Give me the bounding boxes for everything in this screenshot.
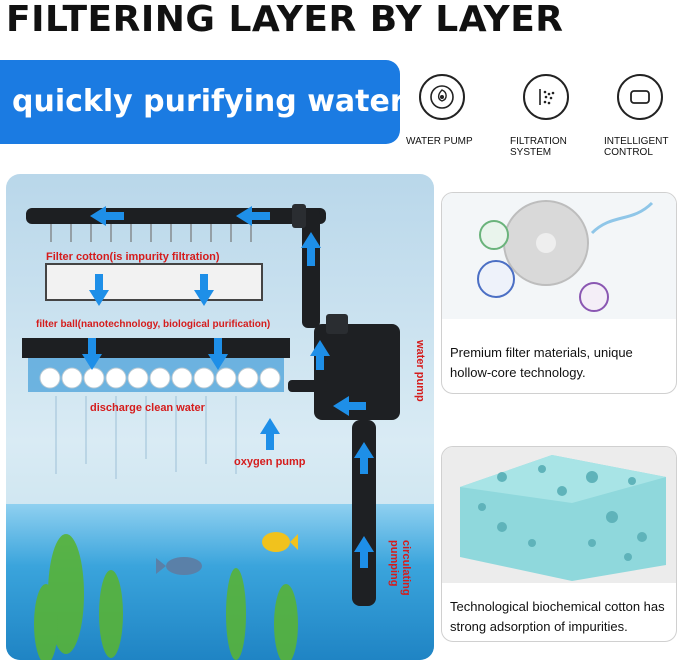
oxygen-pump-label: oxygen pump — [234, 456, 306, 468]
diagram-illustration — [22, 204, 400, 660]
card-caption: Premium filter materials, unique hollow-… — [450, 345, 633, 380]
card-caption: Technological biochemical cotton has str… — [450, 599, 665, 634]
feature-label: FILTRATION SYSTEM — [510, 136, 567, 158]
card-biochemical-cotton: Technological biochemical cotton has str… — [441, 446, 677, 642]
feature-water-pump: WATER PUMP — [402, 74, 482, 147]
filter-ball-label: filter ball(nanotechnology, biological p… — [36, 319, 271, 330]
circulating-label: circulating pumping — [388, 540, 412, 596]
discharge-label: discharge clean water — [90, 402, 205, 414]
filtration-icon — [523, 74, 569, 120]
biochemical-cotton-image — [442, 447, 676, 583]
headline: FILTERING LAYER BY LAYER — [6, 0, 564, 40]
filter-cotton-label: Filter cotton(is impurity filtration) — [46, 251, 220, 263]
feature-filtration: FILTRATION SYSTEM — [506, 74, 586, 158]
feature-intelligent-control: INTELLIGENT CONTROL — [600, 74, 679, 158]
water-pump-label: water pump — [414, 340, 426, 402]
banner: quickly purifying water — [0, 60, 405, 144]
feature-label: INTELLIGENT CONTROL — [604, 136, 669, 158]
filtration-diagram: Filter cotton(is impurity filtration) fi… — [6, 174, 434, 660]
intelligent-control-icon — [617, 74, 663, 120]
water-pump-icon — [419, 74, 465, 120]
card-filter-materials: Premium filter materials, unique hollow-… — [441, 192, 677, 394]
filter-materials-image — [442, 193, 676, 319]
feature-label: WATER PUMP — [406, 136, 473, 147]
